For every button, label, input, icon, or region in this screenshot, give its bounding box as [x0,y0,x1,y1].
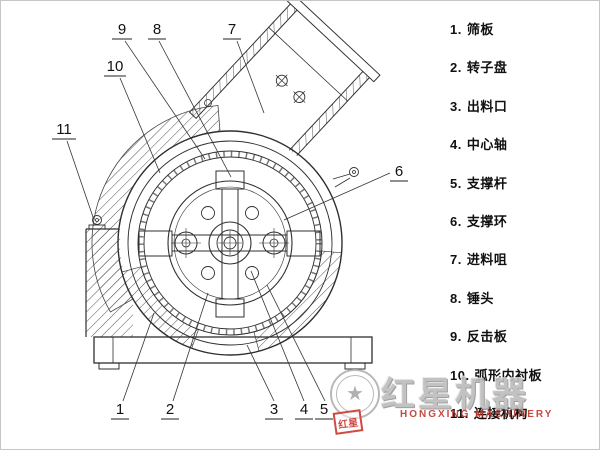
callout-9: 9 [118,21,126,38]
chute-bolt-icon [275,74,306,104]
feed-chute [188,1,381,187]
brand-name-cn: 红星机器 [381,377,529,414]
legend-number: 7. [450,252,462,268]
legend-number: 8. [450,290,462,306]
legend-label: 锤头 [466,290,494,306]
leader-lines [66,40,391,402]
center-shaft [208,221,252,265]
legend-label: 出料口 [466,98,508,114]
connection-lug-left [88,215,106,230]
callout-2: 2 [166,401,174,418]
callout-7: 7 [228,21,236,38]
brand-name-en: HONGXING MACHINERY [400,409,554,420]
legend-number: 10. [450,367,470,383]
rotor [138,170,321,318]
legend-item-9: 9.反击板 [450,330,598,344]
legend-number: 6. [450,213,462,229]
legend-number: 5. [450,175,462,191]
housing-circles [117,130,343,356]
legend-label: 转子盘 [466,60,508,76]
callout-11: 11 [56,121,72,138]
legend-number: 9. [450,329,462,345]
legend-item-5: 5.支撑杆 [450,175,598,191]
legend-label: 进料咀 [466,252,508,268]
legend-number: 1. [450,22,462,37]
parts-legend: 1. 筛板 2.转子盘 3.出料口 4.中心轴 5.支撑杆 6.支撑环 7.进料咀… [450,23,598,421]
legend-label: 反击板 [466,329,508,345]
legend-item-1: 1. 筛板 [450,23,598,37]
callout-8: 8 [153,21,161,38]
crusher-diagram: 9 8 7 10 11 6 1 2 3 4 5 [52,1,408,420]
legend-number: 11. [450,405,469,421]
legend-label: 筛板 [466,22,494,37]
legend-item-6: 6.支撑环 [450,213,598,229]
legend-number: 2. [450,60,462,76]
callout-6: 6 [395,163,403,180]
callout-3: 3 [270,401,278,418]
legend-number: 3. [450,98,462,114]
callout-5: 5 [320,401,328,418]
callout-4: 4 [300,401,308,418]
legend-label: 支撑杆 [466,175,508,191]
legend-item-7: 7.进料咀 [450,253,598,267]
brand-watermark: ★ 红星机器 红星 HONGXING MACHINERY [324,357,590,449]
connection-lug-right [332,167,359,188]
callout-10: 10 [107,58,124,75]
legend-item-2: 2.转子盘 [450,61,598,75]
legend-label: 连接机构 [473,405,528,421]
hammer-pin-left [171,228,201,258]
legend-item-4: 4.中心轴 [450,138,598,152]
star-icon: ★ [336,375,374,413]
legend-item-8: 8.锤头 [450,290,598,306]
hammer-pin-right [259,228,289,258]
callout-underlines [52,38,408,420]
callout-1: 1 [116,401,124,418]
screen-plate-hatch [121,250,342,352]
legend-label: 弧形内衬板 [474,367,543,383]
legend-item-10: 10.弧形内衬板 [450,367,598,383]
legend-label: 中心轴 [466,137,508,153]
legend-label: 支撑环 [466,213,508,229]
legend-number: 4. [450,137,462,153]
legend-item-11: 11.连接机构 [450,405,598,421]
pedestal-hatch [86,229,133,337]
legend-item-3: 3.出料口 [450,98,598,114]
brand-seal: 红星 [332,409,364,435]
